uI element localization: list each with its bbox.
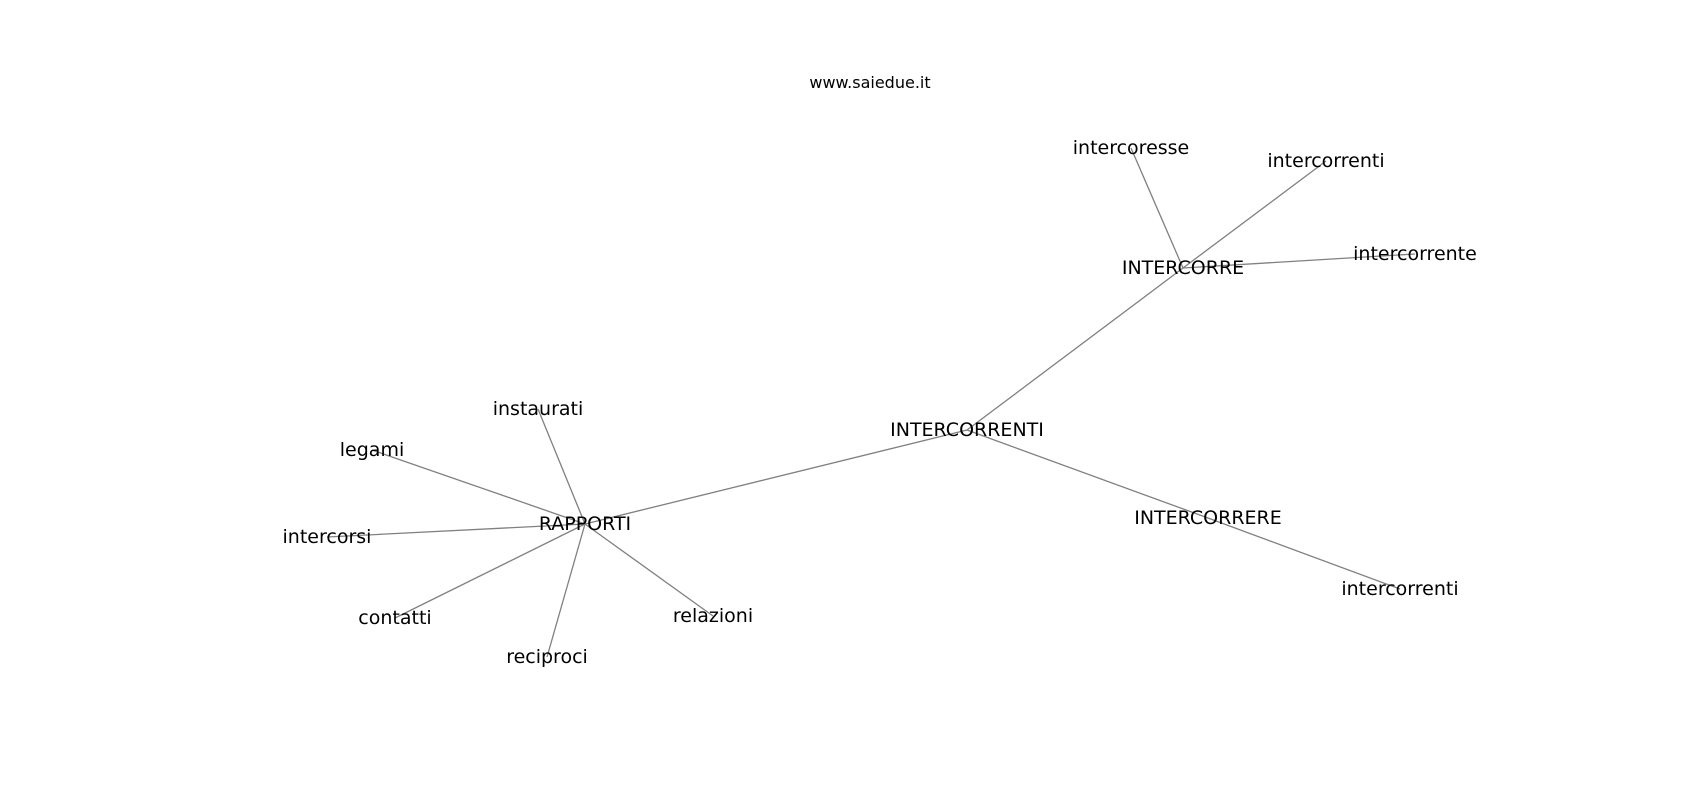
node-label-intercorrente: intercorrente	[1353, 243, 1477, 265]
edge-intercorre-intercorrenti_top	[1182, 160, 1327, 269]
node-label-intercoresse: intercoresse	[1073, 137, 1190, 159]
node-label-rapporti: RAPPORTI	[539, 513, 631, 535]
node-label-intercorrenti-center: INTERCORRENTI	[890, 419, 1044, 441]
node-label-reciproci: reciproci	[506, 646, 588, 668]
edge-rapporti-reciproci	[546, 523, 586, 658]
edge-rapporti-intercorsi	[326, 523, 586, 538]
edge-rapporti-legami	[371, 449, 586, 525]
edge-intercorrenti_center-intercorre	[966, 267, 1184, 431]
edge-rapporti-relazioni	[584, 523, 714, 617]
node-label-contatti: contatti	[358, 607, 431, 629]
node-label-intercorsi: intercorsi	[283, 526, 372, 548]
node-label-instaurati: instaurati	[493, 398, 584, 420]
node-label-intercorrenti-top: intercorrenti	[1267, 150, 1384, 172]
edge-rapporti-instaurati	[537, 408, 586, 525]
edges-layer	[326, 147, 1416, 658]
node-label-relazioni: relazioni	[673, 605, 753, 627]
edge-intercorre-intercorrente	[1182, 253, 1416, 269]
node-label-intercorre: INTERCORRE	[1122, 257, 1244, 279]
node-label-intercorrere: INTERCORRERE	[1134, 507, 1282, 529]
node-label-legami: legami	[340, 439, 404, 461]
edge-intercorre-intercoresse	[1130, 147, 1184, 269]
site-url-label: www.saiedue.it	[809, 73, 930, 92]
edge-intercorrenti_center-intercorrere	[966, 429, 1209, 519]
nodes-layer: INTERCORRENTI RAPPORTI INTERCORRE INTERCORR…	[283, 137, 1477, 668]
node-label-intercorrenti-bottom: intercorrenti	[1341, 578, 1458, 600]
edge-intercorrenti_center-rapporti	[584, 429, 968, 525]
edge-rapporti-contatti	[394, 523, 586, 619]
edge-intercorrere-intercorrenti_bottom	[1207, 517, 1401, 590]
